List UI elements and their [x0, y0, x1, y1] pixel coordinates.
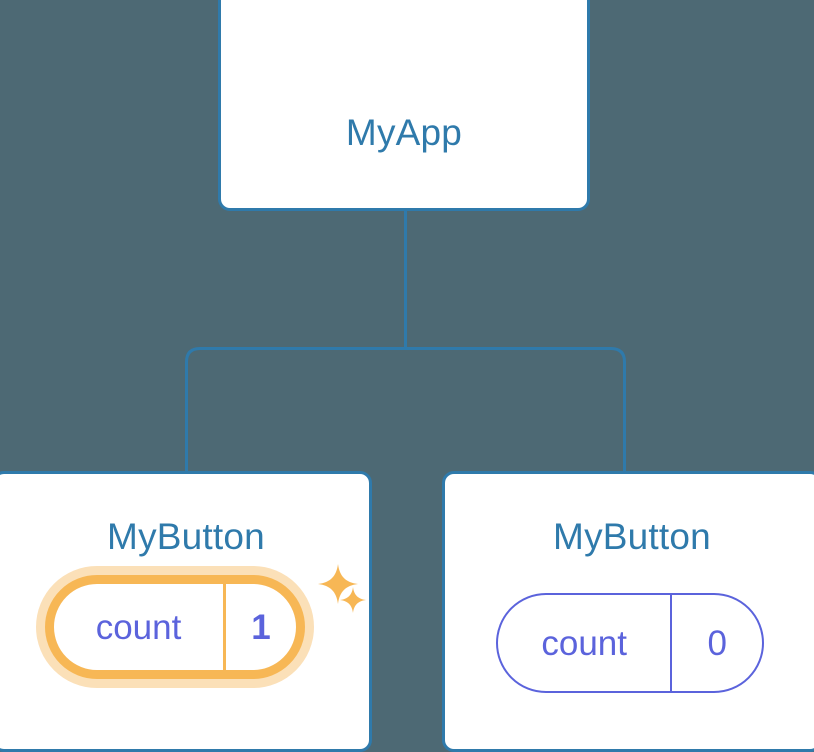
state-pill-1[interactable]: count 0	[496, 593, 764, 693]
state-pill-0[interactable]: count 1	[45, 575, 305, 679]
state-pill-1-wrapper: count 0	[496, 593, 764, 693]
state-pill-0-key: count	[54, 584, 226, 670]
node-myapp[interactable]: MyApp	[218, 0, 590, 211]
state-pill-1-value: 0	[707, 623, 727, 663]
connector-child-bus	[185, 347, 626, 471]
node-mybutton-0[interactable]: MyButton count 1	[0, 471, 372, 752]
state-pill-0-value: 1	[251, 607, 271, 647]
state-pill-1-key: count	[498, 595, 673, 691]
node-mybutton-1[interactable]: MyButton count 0	[442, 471, 814, 752]
state-pill-0-wrapper: count 1	[45, 575, 305, 679]
node-myapp-title: MyApp	[345, 112, 463, 153]
node-mybutton-0-title: MyButton	[107, 516, 265, 557]
node-mybutton-1-title: MyButton	[553, 516, 711, 557]
